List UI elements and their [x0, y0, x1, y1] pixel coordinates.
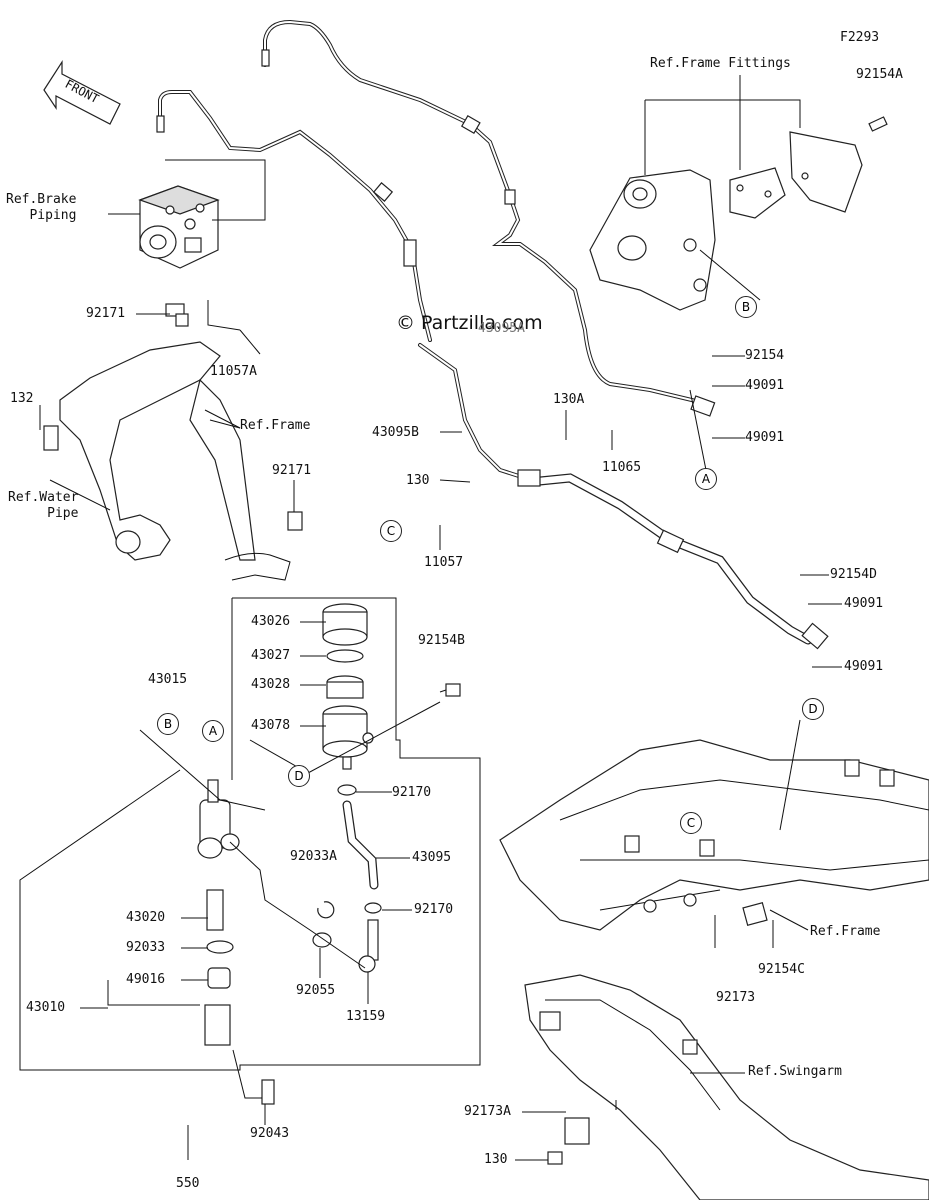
part-43095B: 43095B — [372, 425, 419, 440]
part-92055: 92055 — [296, 983, 336, 998]
part-43095: 43095 — [412, 850, 452, 865]
part-92170-lower: 92170 — [414, 902, 454, 917]
part-43015: 43015 — [148, 672, 188, 687]
swingarm-drawing — [524, 974, 929, 1200]
part-49016: 49016 — [126, 972, 166, 987]
part-92154B: 92154B — [418, 633, 465, 648]
callout-C-bracket: C — [380, 520, 402, 542]
callout-B-cylinder: B — [157, 713, 179, 735]
callout-D-frame: D — [802, 698, 824, 720]
leader-lines — [39, 213, 842, 1161]
part-92033A: 92033A — [290, 849, 337, 864]
ref-water-pipe: Ref.Water Pipe — [8, 490, 79, 521]
ref-frame-lower: Ref.Frame — [810, 924, 881, 939]
part-43027: 43027 — [251, 648, 291, 663]
abs-unit-drawing — [138, 185, 220, 269]
callout-D-reservoir: D — [288, 765, 310, 787]
callout-A-cylinder: A — [202, 720, 224, 742]
part-11057: 11057 — [424, 555, 464, 570]
watermark: © Partzilla.com — [396, 312, 543, 334]
front-arrow: FRONT — [43, 59, 121, 125]
figure-code: F2293 — [840, 30, 880, 45]
part-43010: 43010 — [26, 1000, 66, 1015]
part-92171-lower: 92171 — [272, 463, 312, 478]
part-92173: 92173 — [716, 990, 756, 1005]
part-11057A: 11057A — [210, 364, 257, 379]
group-outlines — [19, 75, 801, 1110]
hidden-part-label: 43095A — [478, 321, 525, 336]
part-92154D: 92154D — [830, 567, 877, 582]
ref-frame-fittings: Ref.Frame Fittings — [650, 56, 791, 71]
part-130-swingarm: 130 — [484, 1152, 508, 1167]
ref-brake-piping: Ref.Brake Piping — [6, 192, 77, 223]
part-92033: 92033 — [126, 940, 166, 955]
part-43028: 43028 — [251, 677, 291, 692]
part-49091-c: 49091 — [844, 596, 884, 611]
part-550: 550 — [176, 1176, 200, 1191]
part-43026: 43026 — [251, 614, 291, 629]
reservoir-drawing — [312, 603, 461, 973]
master-cylinder-drawing — [187, 779, 275, 1160]
callout-B-fittings: B — [735, 296, 757, 318]
frame-fittings-drawing — [589, 116, 888, 311]
upper-frame-drawing — [43, 303, 303, 581]
part-132: 132 — [10, 391, 34, 406]
part-92173A: 92173A — [464, 1104, 511, 1119]
part-13159: 13159 — [346, 1009, 386, 1024]
part-49091-b: 49091 — [745, 430, 785, 445]
part-130A: 130A — [553, 392, 585, 407]
part-49091-d: 49091 — [844, 659, 884, 674]
part-92043: 92043 — [250, 1126, 290, 1141]
ref-frame-upper: Ref.Frame — [240, 418, 311, 433]
part-43078: 43078 — [251, 718, 291, 733]
part-92154: 92154 — [745, 348, 785, 363]
callout-A-upper: A — [695, 468, 717, 490]
brake-lines — [156, 19, 716, 480]
part-92154C: 92154C — [758, 962, 805, 977]
part-43020: 43020 — [126, 910, 166, 925]
rear-brake-hose — [517, 469, 829, 650]
part-92171-top: 92171 — [86, 306, 126, 321]
part-92170-top: 92170 — [392, 785, 432, 800]
ref-swingarm: Ref.Swingarm — [748, 1064, 842, 1079]
part-130: 130 — [406, 473, 430, 488]
part-11065: 11065 — [602, 460, 642, 475]
lower-frame-drawing — [499, 739, 929, 931]
callout-C-frame: C — [680, 812, 702, 834]
part-92154A: 92154A — [856, 67, 903, 82]
part-49091-a: 49091 — [745, 378, 785, 393]
